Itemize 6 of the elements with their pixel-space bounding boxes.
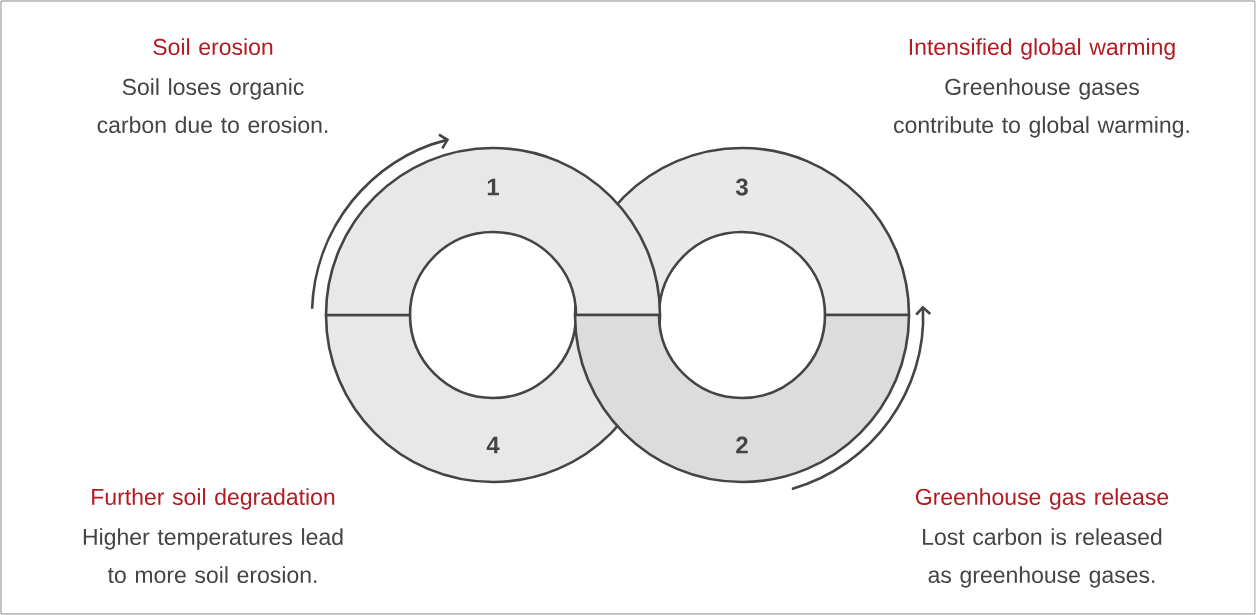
step-heading: Soil erosion [153, 38, 273, 56]
ring-segment: 1 [324, 146, 662, 317]
step-description: Lost carbon is released as greenhouse gases. [923, 528, 1162, 588]
step-description: Greenhouse gases contribute to global warming. [894, 78, 1189, 138]
step-description: Higher temperatures lead to more soil erosion. [83, 528, 343, 584]
ring-segment: 2 [573, 313, 911, 484]
